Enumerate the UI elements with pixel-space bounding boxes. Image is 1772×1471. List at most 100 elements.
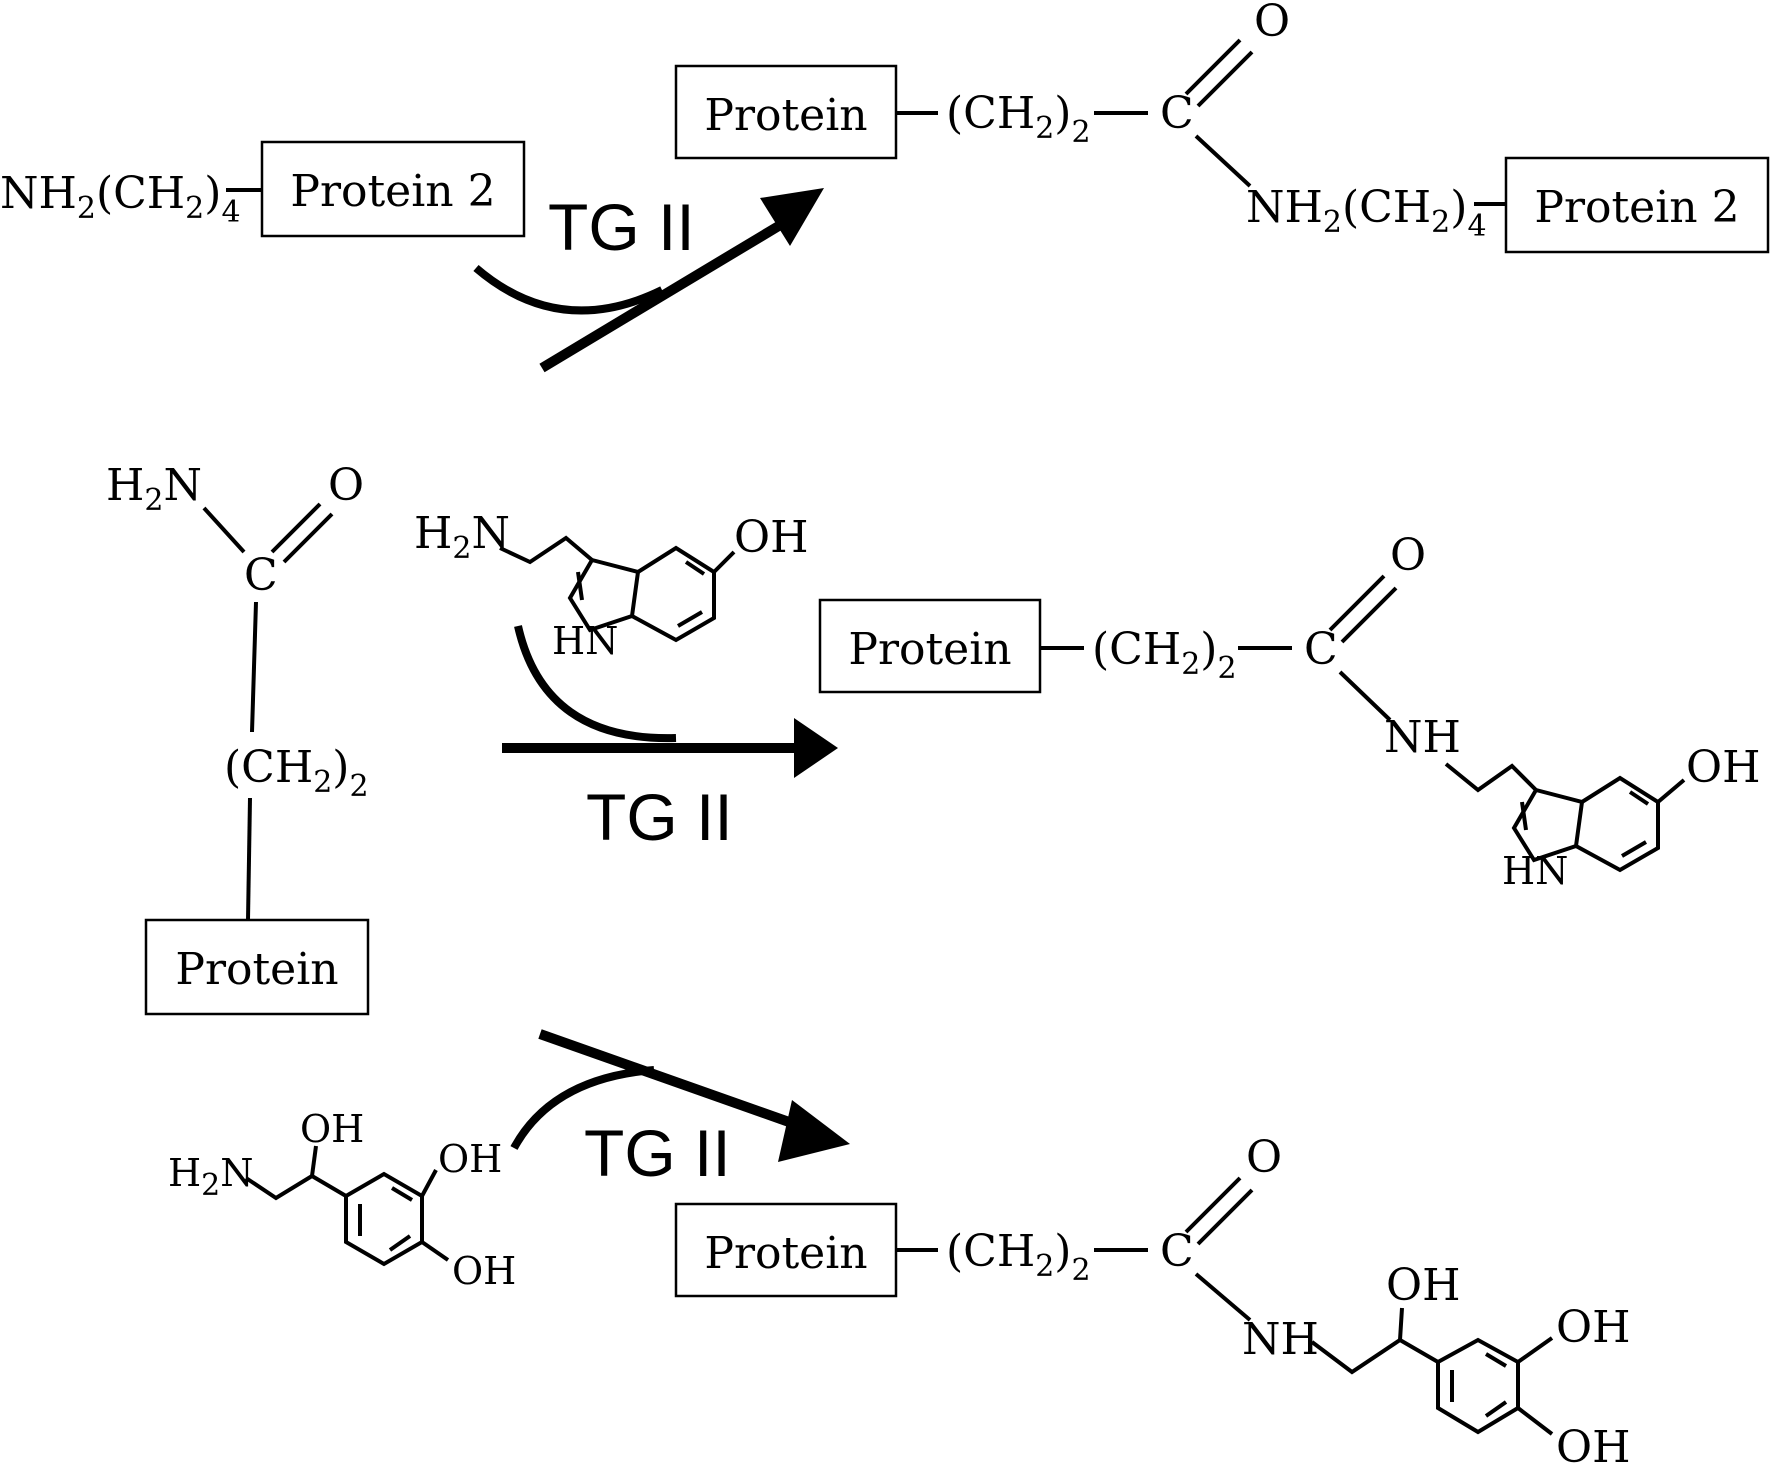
reaction-1-lysine-crosslink: NH2(CH2)4 Protein 2 TG II Protein (CH2)2… — [0, 0, 1770, 373]
side-chain — [244, 1173, 348, 1201]
product-oh-2: OH — [1556, 1422, 1630, 1471]
product-oh-1: OH — [1556, 1302, 1630, 1353]
norepinephrine-oh-side: OH — [300, 1107, 364, 1151]
ring-double-bond — [1484, 1352, 1508, 1368]
ring-double-bond — [576, 571, 584, 601]
bond — [1398, 1307, 1404, 1341]
norepinephrine-product: OH OH OH — [1310, 1260, 1630, 1471]
lysine-amine-label: NH2(CH2)4 — [0, 168, 241, 230]
bond — [1516, 1336, 1554, 1364]
ethyl-chain — [1444, 762, 1538, 793]
serotonin-amine-label: H2N — [414, 508, 510, 566]
reaction-2-serotonin: H2N OH HN TG II Protein (CH2)2 C O NH — [414, 508, 1760, 893]
double-bond-b — [1196, 1188, 1254, 1246]
substrate-curve-1 — [473, 264, 664, 315]
norepinephrine-oh-1: OH — [438, 1137, 502, 1181]
bond — [1194, 1272, 1252, 1322]
bond — [1656, 778, 1686, 804]
double-bond-b — [1340, 586, 1398, 644]
protein2-box-product — [1504, 156, 1770, 254]
product-hn-label-2: HN — [1502, 849, 1568, 893]
carbonyl-carbon-2: C — [1304, 624, 1338, 675]
ring-double-bond — [1484, 1400, 1508, 1418]
serotonin-product: OH HN — [1444, 742, 1760, 893]
protein-label-product-3: Protein — [704, 1228, 867, 1279]
protein-label-substrate: Protein — [175, 944, 338, 995]
ch2-label-substrate: (CH2)2 — [224, 742, 369, 804]
norepinephrine-oh-2: OH — [452, 1249, 516, 1293]
ring-double-bond — [1520, 801, 1528, 831]
benzene-ring — [1575, 775, 1660, 873]
enzyme-label-1: TG II — [548, 190, 695, 264]
protein2-label-reactant: Protein 2 — [290, 166, 495, 217]
double-bond-a — [1328, 574, 1386, 632]
protein-box-substrate — [144, 918, 370, 1016]
substrate-curve-2 — [514, 625, 677, 743]
catechol-ring — [344, 1171, 424, 1267]
oxygen-label-2: O — [1390, 530, 1426, 581]
oxygen-label-1: O — [1254, 0, 1290, 47]
product-oh-side: OH — [1386, 1260, 1460, 1311]
oxygen-label-3: O — [1246, 1132, 1282, 1183]
arrowhead-1 — [760, 188, 824, 246]
product-nh-label-2: NH — [1384, 712, 1461, 763]
ring-double-bond — [1620, 840, 1648, 858]
protein-box-product-3 — [674, 1202, 898, 1298]
reaction-3-norepinephrine: H2N OH OH OH TG II Protein (CH2)2 C O NH — [168, 1029, 1630, 1471]
carbonyl-carbon-1: C — [1160, 88, 1194, 139]
bond — [246, 797, 252, 921]
product-nh-label-3: NH — [1242, 1314, 1319, 1365]
double-bond-b — [1196, 50, 1254, 108]
enzyme-label-2: TG II — [586, 780, 733, 854]
double-bond-a — [1184, 38, 1242, 96]
norepinephrine-reactant: H2N OH OH OH — [168, 1107, 516, 1293]
bond — [712, 550, 736, 574]
amide-carbon-label: C — [244, 550, 278, 601]
protein-box-product-2 — [818, 598, 1042, 694]
bond — [420, 1169, 438, 1197]
serotonin-reactant: H2N OH HN — [414, 508, 808, 663]
bond — [1194, 134, 1252, 188]
reaction-arrow-1 — [539, 219, 785, 373]
double-bond-a — [270, 502, 322, 554]
ring-double-bond — [388, 1234, 412, 1252]
product-amide-label-1: NH2(CH2)4 — [1246, 182, 1487, 244]
reaction-arrow-3 — [538, 1029, 808, 1133]
glutamine-protein-substrate: H2N O C (CH2)2 Protein — [106, 460, 370, 1016]
protein2-label-product: Protein 2 — [1534, 182, 1739, 233]
pyrrole-ring — [567, 558, 641, 633]
pyrrole-ring — [1511, 788, 1585, 863]
protein-label-product-1: Protein — [704, 90, 867, 141]
arrowhead-3 — [778, 1100, 850, 1162]
ring-double-bond — [684, 560, 706, 576]
bond — [1516, 1406, 1554, 1436]
double-bond-a — [1184, 1176, 1242, 1234]
protein-label-product-2: Protein — [848, 624, 1011, 675]
ethyl-chain — [499, 535, 594, 565]
ch2-label-product-3: (CH2)2 — [946, 1226, 1091, 1288]
ring-double-bond — [390, 1186, 414, 1202]
ring-double-bond — [676, 610, 704, 628]
carbonyl-carbon-3: C — [1160, 1226, 1194, 1277]
double-bond-b — [282, 512, 334, 564]
bond — [250, 601, 258, 733]
bond — [310, 1145, 318, 1177]
serotonin-oh-label: OH — [734, 512, 808, 563]
ch2-label-product-2: (CH2)2 — [1092, 624, 1237, 686]
substrate-curve-3 — [510, 1066, 655, 1150]
arrowhead-2 — [794, 718, 838, 778]
side-chain — [1310, 1337, 1440, 1375]
amide-oxygen-label: O — [328, 460, 364, 511]
bond — [202, 506, 246, 554]
ch2-label-product-1: (CH2)2 — [946, 88, 1091, 150]
serotonin-hn-label: HN — [552, 619, 618, 663]
benzene-ring — [631, 545, 716, 643]
ring-double-bond — [1628, 790, 1650, 806]
bond — [420, 1240, 450, 1262]
product-oh-label-2: OH — [1686, 742, 1760, 793]
bond — [1338, 670, 1392, 722]
norepinephrine-amine-label: H2N — [168, 1151, 253, 1203]
enzyme-label-3: TG II — [584, 1116, 731, 1190]
amide-nh2-label: H2N — [106, 460, 202, 518]
